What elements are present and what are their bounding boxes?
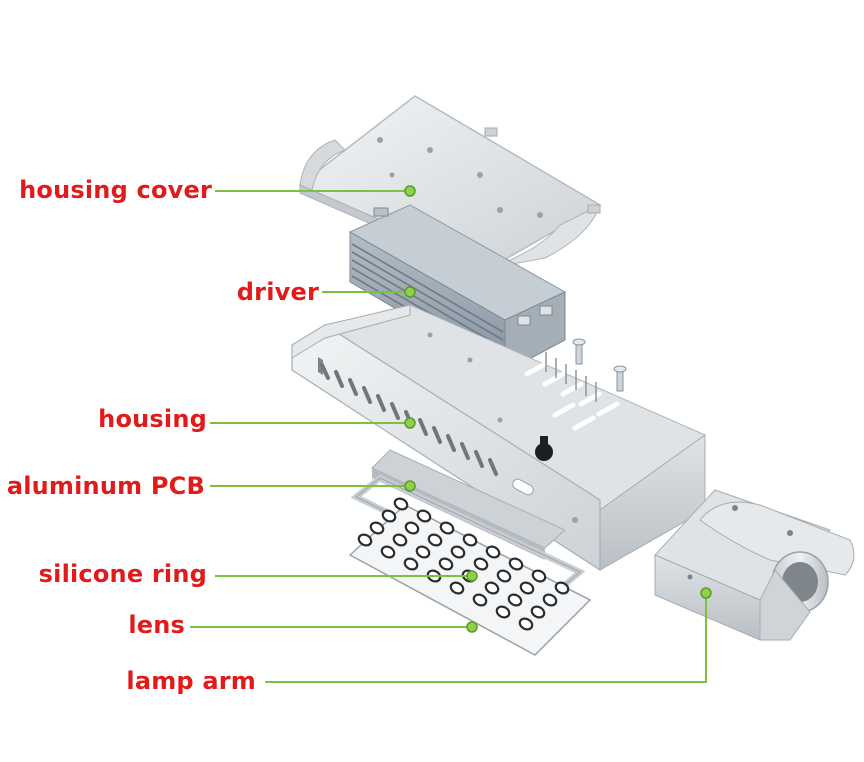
housing-part <box>291 304 707 572</box>
lens-cell <box>449 581 465 595</box>
lens-cell <box>415 545 431 559</box>
callout-dot-lens <box>466 621 478 633</box>
label-housing-cover: housing cover <box>19 176 212 204</box>
lens-cell <box>508 557 524 571</box>
lens-cell <box>393 497 409 511</box>
lens-cell <box>392 533 408 547</box>
callout-dot-lamp-arm <box>700 587 712 599</box>
lens-cell <box>472 593 488 607</box>
lens-cell <box>473 557 489 571</box>
lens-cell <box>518 617 534 631</box>
callout-dot-aluminum-pcb <box>404 480 416 492</box>
leader-lines <box>190 190 707 683</box>
lens-cell <box>369 521 385 535</box>
label-housing: housing <box>98 405 207 433</box>
lens-cell <box>507 593 523 607</box>
lens-cell <box>438 557 454 571</box>
callout-dot-housing <box>404 417 416 429</box>
lens-cell <box>485 545 501 559</box>
lens-cell <box>450 545 466 559</box>
lens-cell <box>357 533 373 547</box>
lens-cell <box>531 569 547 583</box>
lens-cell <box>416 509 432 523</box>
lens-cell <box>439 521 455 535</box>
label-driver: driver <box>236 278 319 306</box>
lens-cell <box>519 581 535 595</box>
callout-dots <box>404 185 712 633</box>
label-aluminum-pcb: aluminum PCB <box>6 472 205 500</box>
lens-cell <box>404 521 420 535</box>
lens-cell <box>427 533 443 547</box>
lens-cell <box>381 509 397 523</box>
callout-dot-housing-cover <box>404 185 416 197</box>
lens-cell <box>484 581 500 595</box>
lens-cell <box>530 605 546 619</box>
lens-cell <box>554 581 570 595</box>
callout-dot-silicone-ring <box>466 570 478 582</box>
lens-cell <box>496 569 512 583</box>
label-lens: lens <box>128 611 185 639</box>
screw-icon <box>572 338 627 392</box>
label-lamp-arm: lamp arm <box>126 667 256 695</box>
lens-cell <box>542 593 558 607</box>
leader-line-lamp-arm <box>265 593 707 683</box>
lens-cell <box>380 545 396 559</box>
lens-cell <box>403 557 419 571</box>
lens-cell <box>462 533 478 547</box>
lens-cell <box>495 605 511 619</box>
label-silicone-ring: silicone ring <box>38 560 207 588</box>
callout-dot-driver <box>404 286 416 298</box>
